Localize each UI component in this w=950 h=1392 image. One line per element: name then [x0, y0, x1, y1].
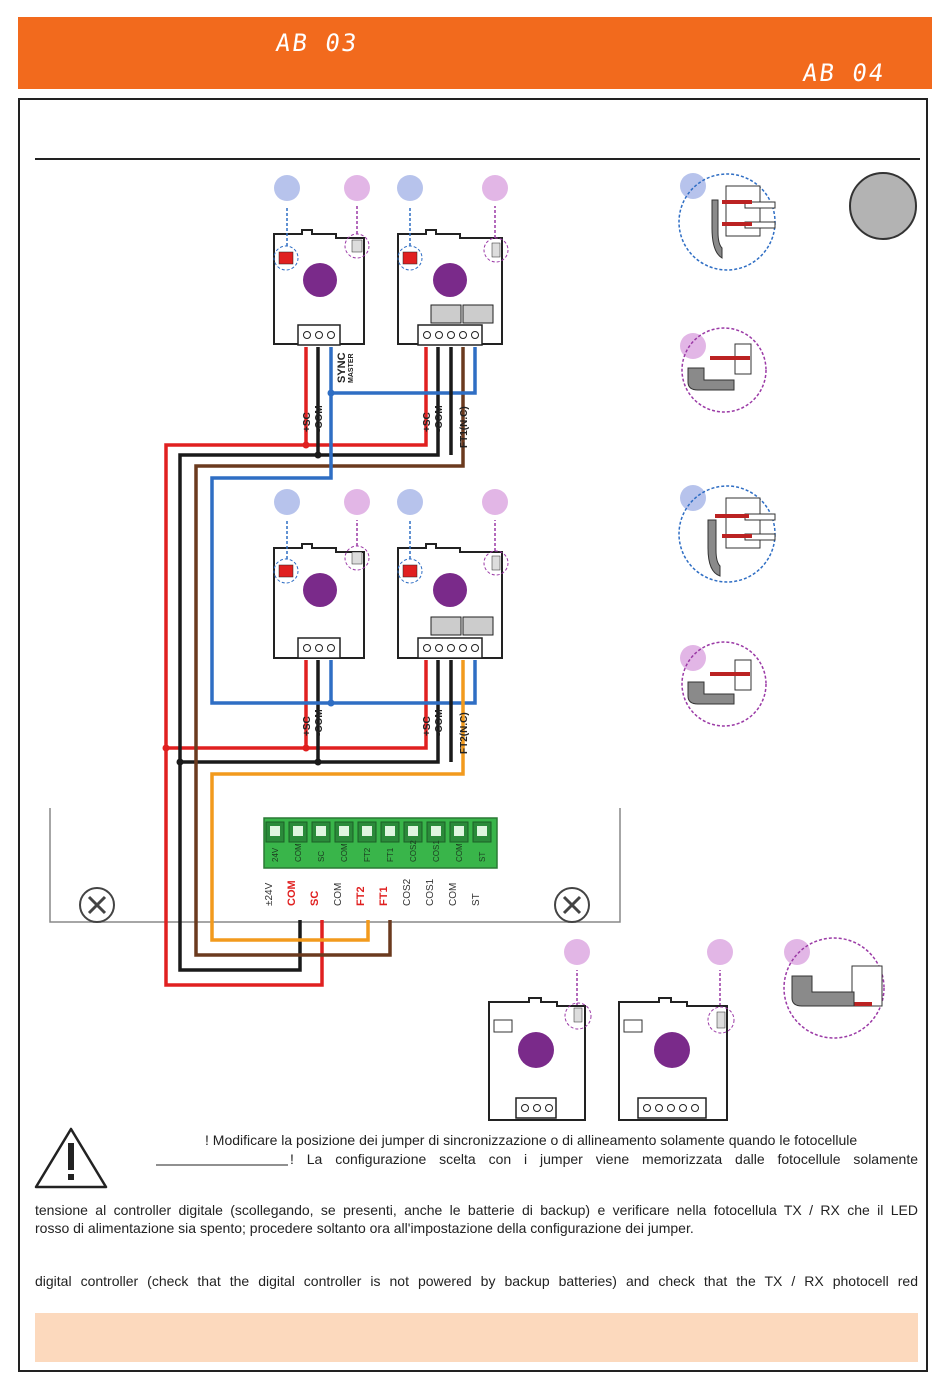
warning-text-line-1: ! Modificare la posizione dei jumper di …: [205, 1132, 858, 1148]
warning-icon: [34, 1127, 108, 1189]
pin-label-5: FT2: [363, 847, 372, 862]
pin-label-7: COS2: [409, 840, 418, 862]
content-frame: [18, 98, 928, 1372]
wire-label: FT1(N.C): [459, 406, 470, 448]
terminal-label-5: FT2: [355, 886, 367, 906]
terminal-label-10: ST: [471, 893, 482, 906]
wire-black: [178, 347, 320, 972]
warning-text-line-2: ! La configurazione scelta con i jumper …: [290, 1151, 918, 1167]
terminal-label-8: COS1: [425, 878, 436, 906]
photocell-rx-2: [397, 543, 509, 659]
jumper-align-illustration: [681, 327, 767, 413]
warning-text-para2-line1: tensione al controller digitale (scolleg…: [35, 1202, 918, 1218]
terminal-label-9: COM: [448, 883, 459, 906]
jumper-align-illustration: [681, 641, 767, 727]
pin-label-2: COM: [294, 843, 303, 862]
wire-bundle: [164, 347, 477, 987]
pin-label-4: COM: [340, 843, 349, 862]
wire-red: [164, 347, 324, 987]
terminal-block: 24V COM SC COM FT2 FT1 COS2 COS1 COM ST …: [263, 817, 498, 906]
photocell-tx-1: [273, 229, 370, 346]
terminal-label-4: COM: [333, 883, 344, 906]
wire-label: FT2(N.C): [459, 712, 470, 754]
screw-icon: [79, 887, 115, 923]
wire-label: -COM: [434, 709, 445, 736]
wire-label: -COM: [314, 709, 325, 736]
terminal-label-1: ±24V: [264, 882, 275, 906]
terminal-label-2: COM: [286, 880, 298, 906]
sync-label: SYNC: [336, 352, 348, 383]
wire-label: -COM: [434, 405, 445, 432]
pin-label-6: FT1: [386, 847, 395, 862]
jumper-sync-illustration: [678, 173, 776, 271]
pin-label-9: COM: [455, 843, 464, 862]
notice-bar: [35, 1313, 918, 1362]
terminal-label-3: SC: [309, 891, 321, 906]
reference-arrows: [286, 206, 721, 1006]
wire-blue: [329, 347, 477, 395]
wire-label: -COM: [314, 405, 325, 432]
warning-text-para3-line1: digital controller (check that the digit…: [35, 1273, 918, 1289]
wire-label: +SC: [422, 716, 433, 736]
wire-brown: [194, 347, 465, 957]
terminal-label-7: COS2: [402, 878, 413, 906]
photocell-tx-standalone: [488, 997, 592, 1121]
screw-icon: [554, 887, 590, 923]
wire-label: +SC: [302, 412, 313, 432]
pin-label-3: SC: [317, 851, 326, 862]
pin-label-10: ST: [478, 852, 487, 862]
photocell-tx-2: [273, 543, 370, 659]
section-badge: [849, 172, 917, 240]
wire-label: +SC: [302, 716, 313, 736]
photocell-rx-1: [397, 229, 509, 346]
jumper-sync-illustration: [678, 485, 776, 583]
pin-label-8: COS1: [432, 840, 441, 862]
photocell-rx-standalone: [618, 997, 735, 1121]
terminal-label-6: FT1: [378, 886, 390, 906]
wire-orange: [210, 660, 465, 942]
jumper-align-illustration: [783, 937, 885, 1039]
section-rule: [35, 158, 920, 160]
warning-text-para2-line2: rosso di alimentazione sia spento; proce…: [35, 1220, 694, 1236]
master-label: MASTER: [348, 353, 355, 383]
wire-label: +SC: [422, 412, 433, 432]
header-bar: AB 03 AB 04: [18, 17, 932, 89]
pin-label-1: 24V: [271, 847, 280, 862]
junction-dots: [162, 389, 335, 766]
controller-enclosure: [49, 808, 621, 923]
